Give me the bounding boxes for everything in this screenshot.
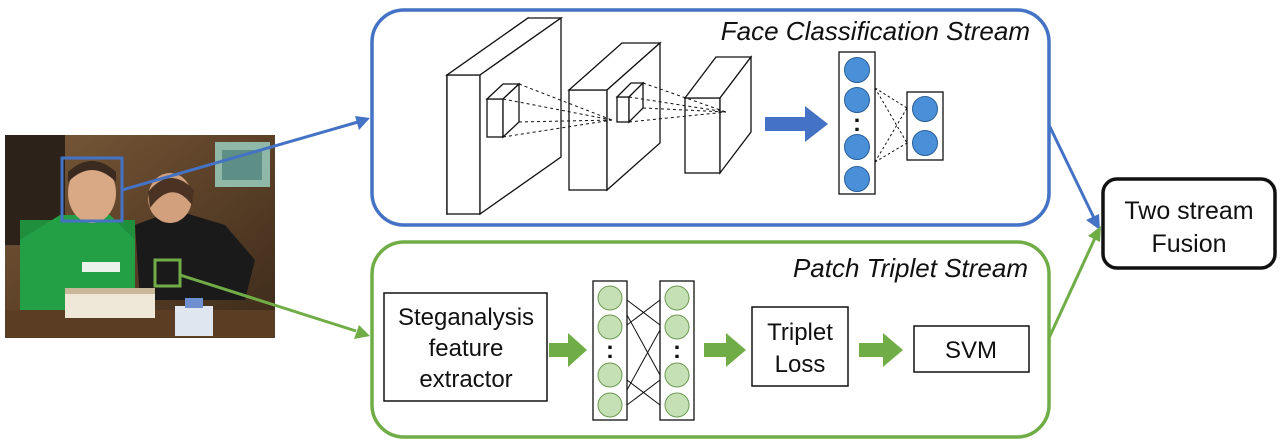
face-fc-layer-2	[906, 91, 944, 161]
patch-fc-layer-1: :	[592, 280, 628, 421]
svm-block: SVM	[913, 325, 1030, 373]
patch-fc-ellipsis-1: :	[606, 337, 614, 364]
patch-to-fusion-arrow	[1047, 226, 1101, 339]
cnn-layer-2	[567, 41, 662, 192]
patch-stream-panel: Patch Triplet Stream Steganalysis featur…	[370, 240, 1051, 439]
patch-fc-ellipsis-2: :	[673, 337, 681, 364]
triplet-to-svm-arrow	[859, 333, 903, 367]
fusion-label-line-1: Two stream	[1124, 197, 1253, 225]
face-fc-ellipsis: :	[853, 110, 861, 137]
extractor-label-line-2: feature	[429, 335, 504, 362]
face-fc-connections	[874, 87, 908, 163]
patch-fc-connections	[626, 299, 661, 406]
fusion-block: Two stream Fusion	[1101, 177, 1277, 270]
triplet-loss-block: Triplet Loss	[751, 306, 849, 387]
extractor-label-line-3: extractor	[419, 366, 512, 393]
face-to-fusion-arrow	[1047, 124, 1100, 230]
photo-to-face-arrow	[121, 116, 370, 192]
face-fc-layer-1: :	[838, 51, 876, 195]
extractor-to-fc-arrow	[549, 333, 587, 367]
face-stream-title: Face Classification Stream	[721, 16, 1030, 46]
fusion-label-line-2: Fusion	[1151, 230, 1226, 258]
extractor-label-line-1: Steganalysis	[398, 304, 534, 331]
face-fc-arrow	[765, 106, 828, 142]
svm-label: SVM	[945, 337, 997, 364]
receptive-field-lines	[502, 82, 727, 138]
triplet-label-line-1: Triplet	[767, 319, 833, 346]
fc-to-triplet-arrow	[704, 333, 746, 367]
cnn-layer-1	[444, 16, 564, 216]
patch-stream-title: Patch Triplet Stream	[793, 253, 1028, 283]
input-photo	[5, 135, 275, 338]
patch-crop-box	[153, 258, 182, 288]
face-stream-panel: Face Classification Stream	[370, 8, 1051, 227]
steganalysis-extractor-block: Steganalysis feature extractor	[383, 292, 548, 402]
photo-to-patch-arrow	[179, 273, 370, 339]
patch-fc-layer-2: :	[659, 280, 695, 421]
triplet-label-line-2: Loss	[775, 351, 826, 378]
